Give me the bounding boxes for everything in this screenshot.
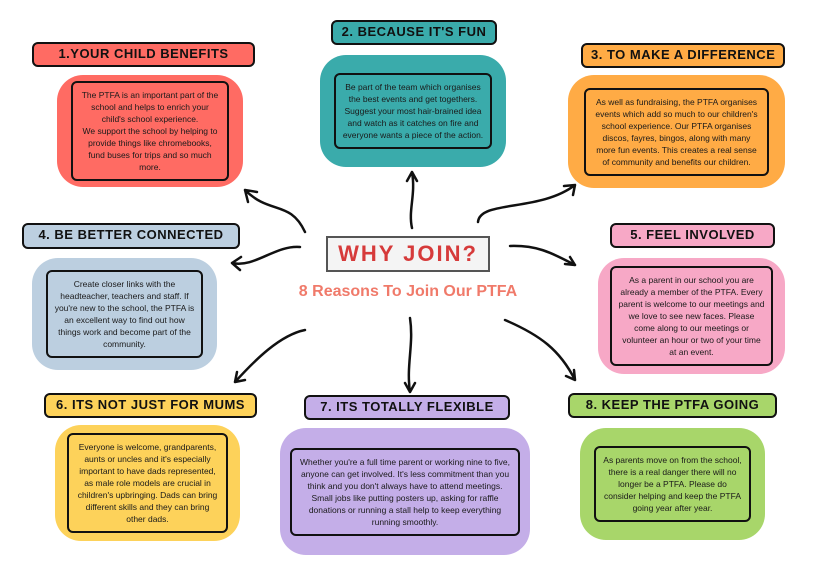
- reason-4-text: Create closer links with the headteacher…: [46, 270, 203, 358]
- reason-6-title: 6. Its Not Just For Mums: [44, 393, 257, 418]
- reason-3-text: As well as fundraising, the PTFA organis…: [584, 87, 769, 176]
- reason-2-card: Be part of the team which organises the …: [320, 55, 506, 167]
- reason-7-text: Whether you're a full time parent or wor…: [290, 447, 520, 536]
- reason-6-card: Everyone is welcome, grandparents, aunts…: [55, 425, 240, 541]
- reason-4-title: 4. Be Better Connected: [22, 223, 240, 249]
- reason-8-title: 8. Keep The PTFA Going: [568, 393, 777, 418]
- reason-5-card: As a parent in our school you are alread…: [598, 258, 785, 374]
- arrow-1: [243, 188, 307, 234]
- arrow-8: [503, 318, 577, 382]
- reason-7-title: 7. Its Totally Flexible: [304, 395, 510, 420]
- reason-3-title: 3. To Make A Difference: [581, 43, 786, 68]
- arrow-3: [476, 183, 577, 224]
- reason-2-title: 2. Because It's Fun: [331, 20, 497, 45]
- reason-4-card: Create closer links with the headteacher…: [32, 258, 217, 370]
- subtitle: 8 Reasons To Join Our PTFA: [298, 283, 518, 300]
- reason-1-card: The PTFA is an important part of the sch…: [57, 75, 243, 187]
- arrow-4: [230, 245, 302, 272]
- arrow-5: [508, 244, 577, 267]
- reason-1-text: The PTFA is an important part of the sch…: [71, 81, 229, 181]
- reason-7-card: Whether you're a full time parent or wor…: [280, 428, 530, 555]
- reason-5-text: As a parent in our school you are alread…: [610, 266, 773, 366]
- why-join-heading: WHY JOIN?: [326, 236, 490, 272]
- reason-3-card: As well as fundraising, the PTFA organis…: [568, 75, 785, 188]
- reason-8-text: As parents move on from the school, ther…: [594, 446, 751, 522]
- reason-5-title: 5. Feel Involved: [610, 223, 775, 248]
- reason-8-card: As parents move on from the school, ther…: [580, 428, 765, 540]
- reason-1-title: 1.Your Child Benefits: [32, 42, 255, 67]
- reason-6-text: Everyone is welcome, grandparents, aunts…: [67, 433, 228, 533]
- arrow-6: [233, 328, 307, 384]
- arrow-2: [405, 170, 419, 230]
- reason-2-text: Be part of the team which organises the …: [334, 73, 492, 149]
- arrow-7: [403, 316, 417, 394]
